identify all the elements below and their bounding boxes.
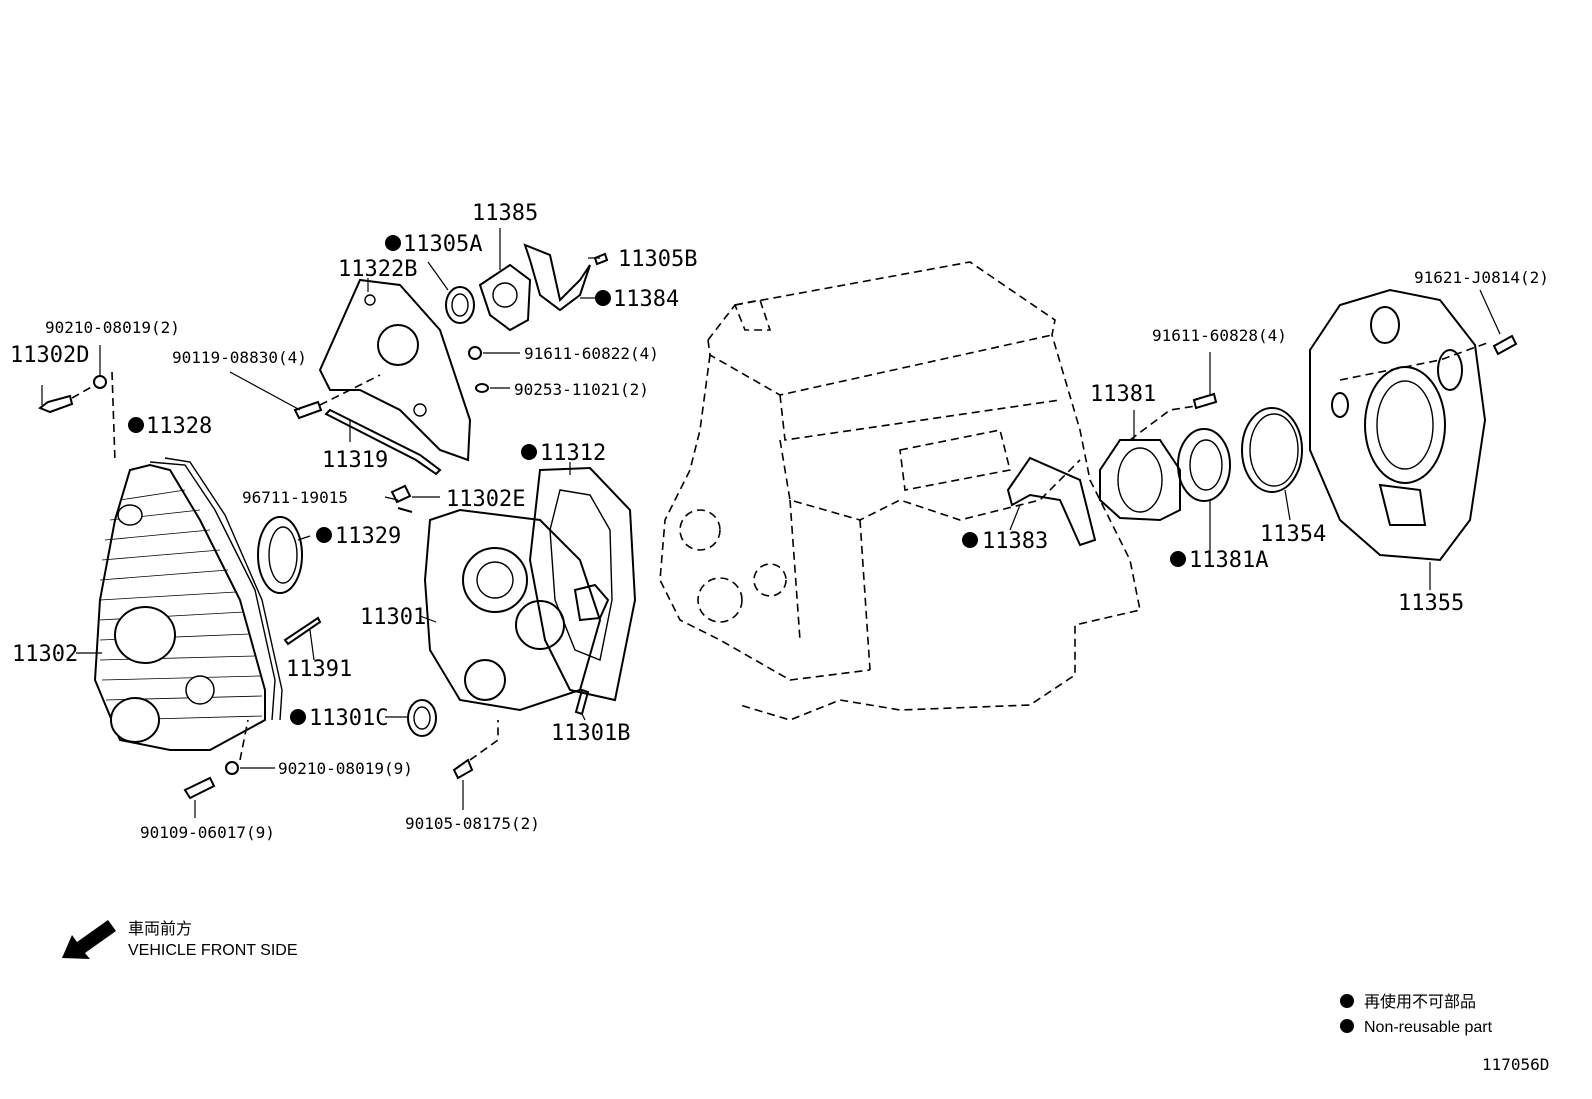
label-90109-06017: 90109-06017(9)	[140, 823, 275, 842]
label-91611-60828: 91611-60828(4)	[1152, 326, 1287, 345]
legend-text-jp: 再使用不可部品	[1364, 992, 1476, 1011]
plate-11322B	[318, 278, 472, 462]
stud-11301B	[574, 688, 590, 716]
bolt-90105	[452, 720, 499, 810]
label-11329: 11329	[335, 524, 401, 549]
bolt-90119	[229, 371, 323, 420]
timing-case-11301	[423, 508, 610, 712]
legend-bullet-icon	[1340, 1019, 1354, 1033]
pin-11305B	[593, 252, 609, 266]
label-11302D: 11302D	[10, 343, 89, 368]
label-90253-11021: 90253-11021(2)	[514, 380, 649, 399]
legend-bullet-icon	[1340, 994, 1354, 1008]
stud-11302D	[37, 345, 116, 463]
label-11328: 11328	[146, 414, 212, 439]
label-11322B: 11322B	[338, 257, 417, 282]
label-11301C: 11301C	[309, 706, 388, 731]
bolt-91611-60822	[468, 346, 520, 360]
pin-11391	[283, 616, 322, 646]
label-11302E: 11302E	[446, 487, 525, 512]
figure-id: 117056D	[1482, 1055, 1549, 1074]
label-96711-19015: 96711-19015	[242, 488, 348, 507]
label-11355: 11355	[1398, 591, 1464, 616]
label-90210-08019-top: 90210-08019(2)	[45, 318, 180, 337]
legend: 再使用不可部品 Non-reusable part	[1340, 992, 1493, 1036]
vehicle-front-arrow-icon	[62, 920, 116, 959]
seal-11305A	[445, 286, 475, 324]
gasket-11384	[523, 243, 591, 312]
seal-11301C	[407, 699, 437, 737]
label-11383: 11383	[982, 529, 1048, 554]
timing-cover-11302	[93, 461, 276, 751]
label-91611-60822: 91611-60822(4)	[524, 344, 659, 363]
washer-90210-bottom	[225, 719, 275, 775]
label-11381: 11381	[1090, 382, 1156, 407]
label-11302: 11302	[12, 642, 78, 667]
legend-text-en: Non-reusable part	[1364, 1019, 1493, 1036]
gasket-11312	[528, 466, 637, 702]
clip-96711	[390, 484, 413, 513]
bolt-91611-60828	[1192, 352, 1218, 410]
retainer-11383	[1006, 456, 1097, 547]
bolt-90109	[183, 776, 216, 818]
pin-90253	[475, 383, 510, 393]
leader-lines	[76, 228, 1431, 721]
label-11381A: 11381A	[1189, 548, 1268, 573]
label-11301B: 11301B	[551, 721, 630, 746]
label-11385: 11385	[472, 201, 538, 226]
label-91621-J0814: 91621-J0814(2)	[1414, 268, 1549, 287]
label-11305A: 11305A	[403, 232, 482, 257]
non-reusable-markers	[128, 235, 1186, 725]
label-90210-08019-bottom: 90210-08019(9)	[278, 759, 413, 778]
label-11354: 11354	[1260, 522, 1326, 547]
label-11312: 11312	[540, 441, 606, 466]
housing-11385	[478, 263, 532, 332]
retainer-11381	[1099, 405, 1197, 522]
label-90105-08175: 90105-08175(2)	[405, 814, 540, 833]
seal-11354	[1241, 407, 1303, 493]
engine-block-outline	[659, 261, 1141, 721]
bolt-91621	[1479, 289, 1518, 356]
label-11319: 11319	[322, 448, 388, 473]
seal-11381A	[1177, 428, 1231, 502]
rod-11319	[324, 408, 442, 476]
label-11391: 11391	[286, 657, 352, 682]
vehicle-front-label-jp: 車両前方	[128, 919, 192, 938]
label-11301: 11301	[360, 605, 426, 630]
oil-seal-11329	[257, 516, 303, 594]
plate-11355	[1309, 288, 1491, 562]
vehicle-front-label-en: VEHICLE FRONT SIDE	[128, 942, 298, 959]
gasket-11328	[164, 457, 283, 721]
label-90119-08830: 90119-08830(4)	[172, 348, 307, 367]
label-11384: 11384	[613, 287, 679, 312]
label-11305B: 11305B	[618, 247, 697, 272]
